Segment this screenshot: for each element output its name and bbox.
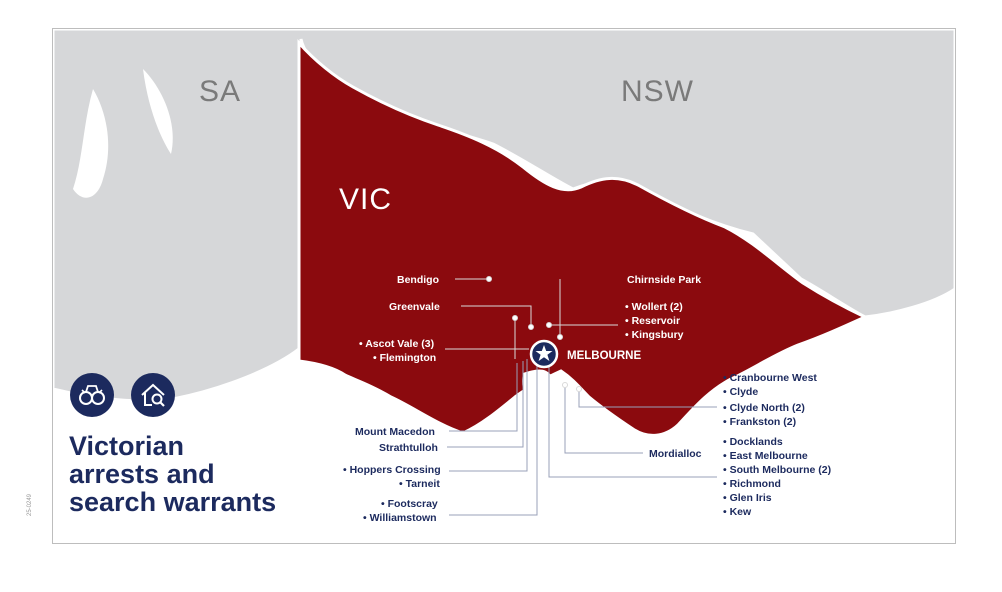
page-title: Victorian arrests and search warrants: [69, 432, 329, 516]
house-search-icon: [141, 383, 165, 407]
port-phillip-bay: [522, 369, 553, 412]
label-williamstown: • Williamstown: [363, 512, 437, 524]
label-east-melbourne: • East Melbourne: [723, 450, 808, 462]
label-ascot-vale: • Ascot Vale (3): [359, 338, 434, 350]
house-search-badge: [131, 373, 175, 417]
label-cranbourne-west: • Cranbourne West: [723, 372, 817, 384]
label-flemington: • Flemington: [373, 352, 436, 364]
sa-coast-detail: [73, 89, 109, 198]
label-strathtulloh: Strathtulloh: [379, 442, 438, 454]
label-kingsbury: • Kingsbury: [625, 329, 684, 341]
label-south-melbourne: • South Melbourne (2): [723, 464, 831, 476]
victoria-map: SA NSW VIC Bendigo Greenvale • Ascot Val…: [53, 29, 955, 524]
label-tarneit: • Tarneit: [399, 478, 440, 490]
label-kew: • Kew: [723, 506, 752, 518]
land-sa-nsw: [53, 29, 955, 403]
label-melbourne: MELBOURNE: [567, 350, 641, 362]
label-wollert: • Wollert (2): [625, 301, 683, 313]
document-code: 25-0249: [27, 493, 33, 516]
label-mount-macedon: Mount Macedon: [355, 426, 435, 438]
label-clyde: • Clyde: [723, 386, 758, 398]
sa-gulf-detail: [143, 69, 173, 154]
state-label-sa: SA: [199, 75, 241, 108]
title-line-1: Victorian: [69, 431, 185, 461]
label-greenvale: Greenvale: [389, 301, 440, 313]
state-label-nsw: NSW: [621, 75, 694, 108]
label-bendigo: Bendigo: [397, 274, 439, 286]
label-chirnside-park: Chirnside Park: [627, 274, 701, 286]
title-line-2: arrests and: [69, 459, 215, 489]
label-richmond: • Richmond: [723, 478, 781, 490]
title-line-3: search warrants: [69, 487, 277, 517]
label-reservoir: • Reservoir: [625, 315, 680, 327]
handcuffs-badge: [70, 373, 114, 417]
map-frame: SA NSW VIC Bendigo Greenvale • Ascot Val…: [52, 28, 956, 544]
label-mordialloc: Mordialloc: [649, 448, 702, 460]
state-label-vic: VIC: [339, 183, 392, 216]
star-marker-icon: [529, 339, 559, 369]
label-frankston: • Frankston (2): [723, 416, 796, 428]
handcuffs-icon: [79, 385, 105, 405]
label-glen-iris: • Glen Iris: [723, 492, 772, 504]
label-clyde-north: • Clyde North (2): [723, 402, 805, 414]
label-hoppers-crossing: • Hoppers Crossing: [343, 464, 441, 476]
label-docklands: • Docklands: [723, 436, 783, 448]
label-footscray: • Footscray: [381, 498, 438, 510]
